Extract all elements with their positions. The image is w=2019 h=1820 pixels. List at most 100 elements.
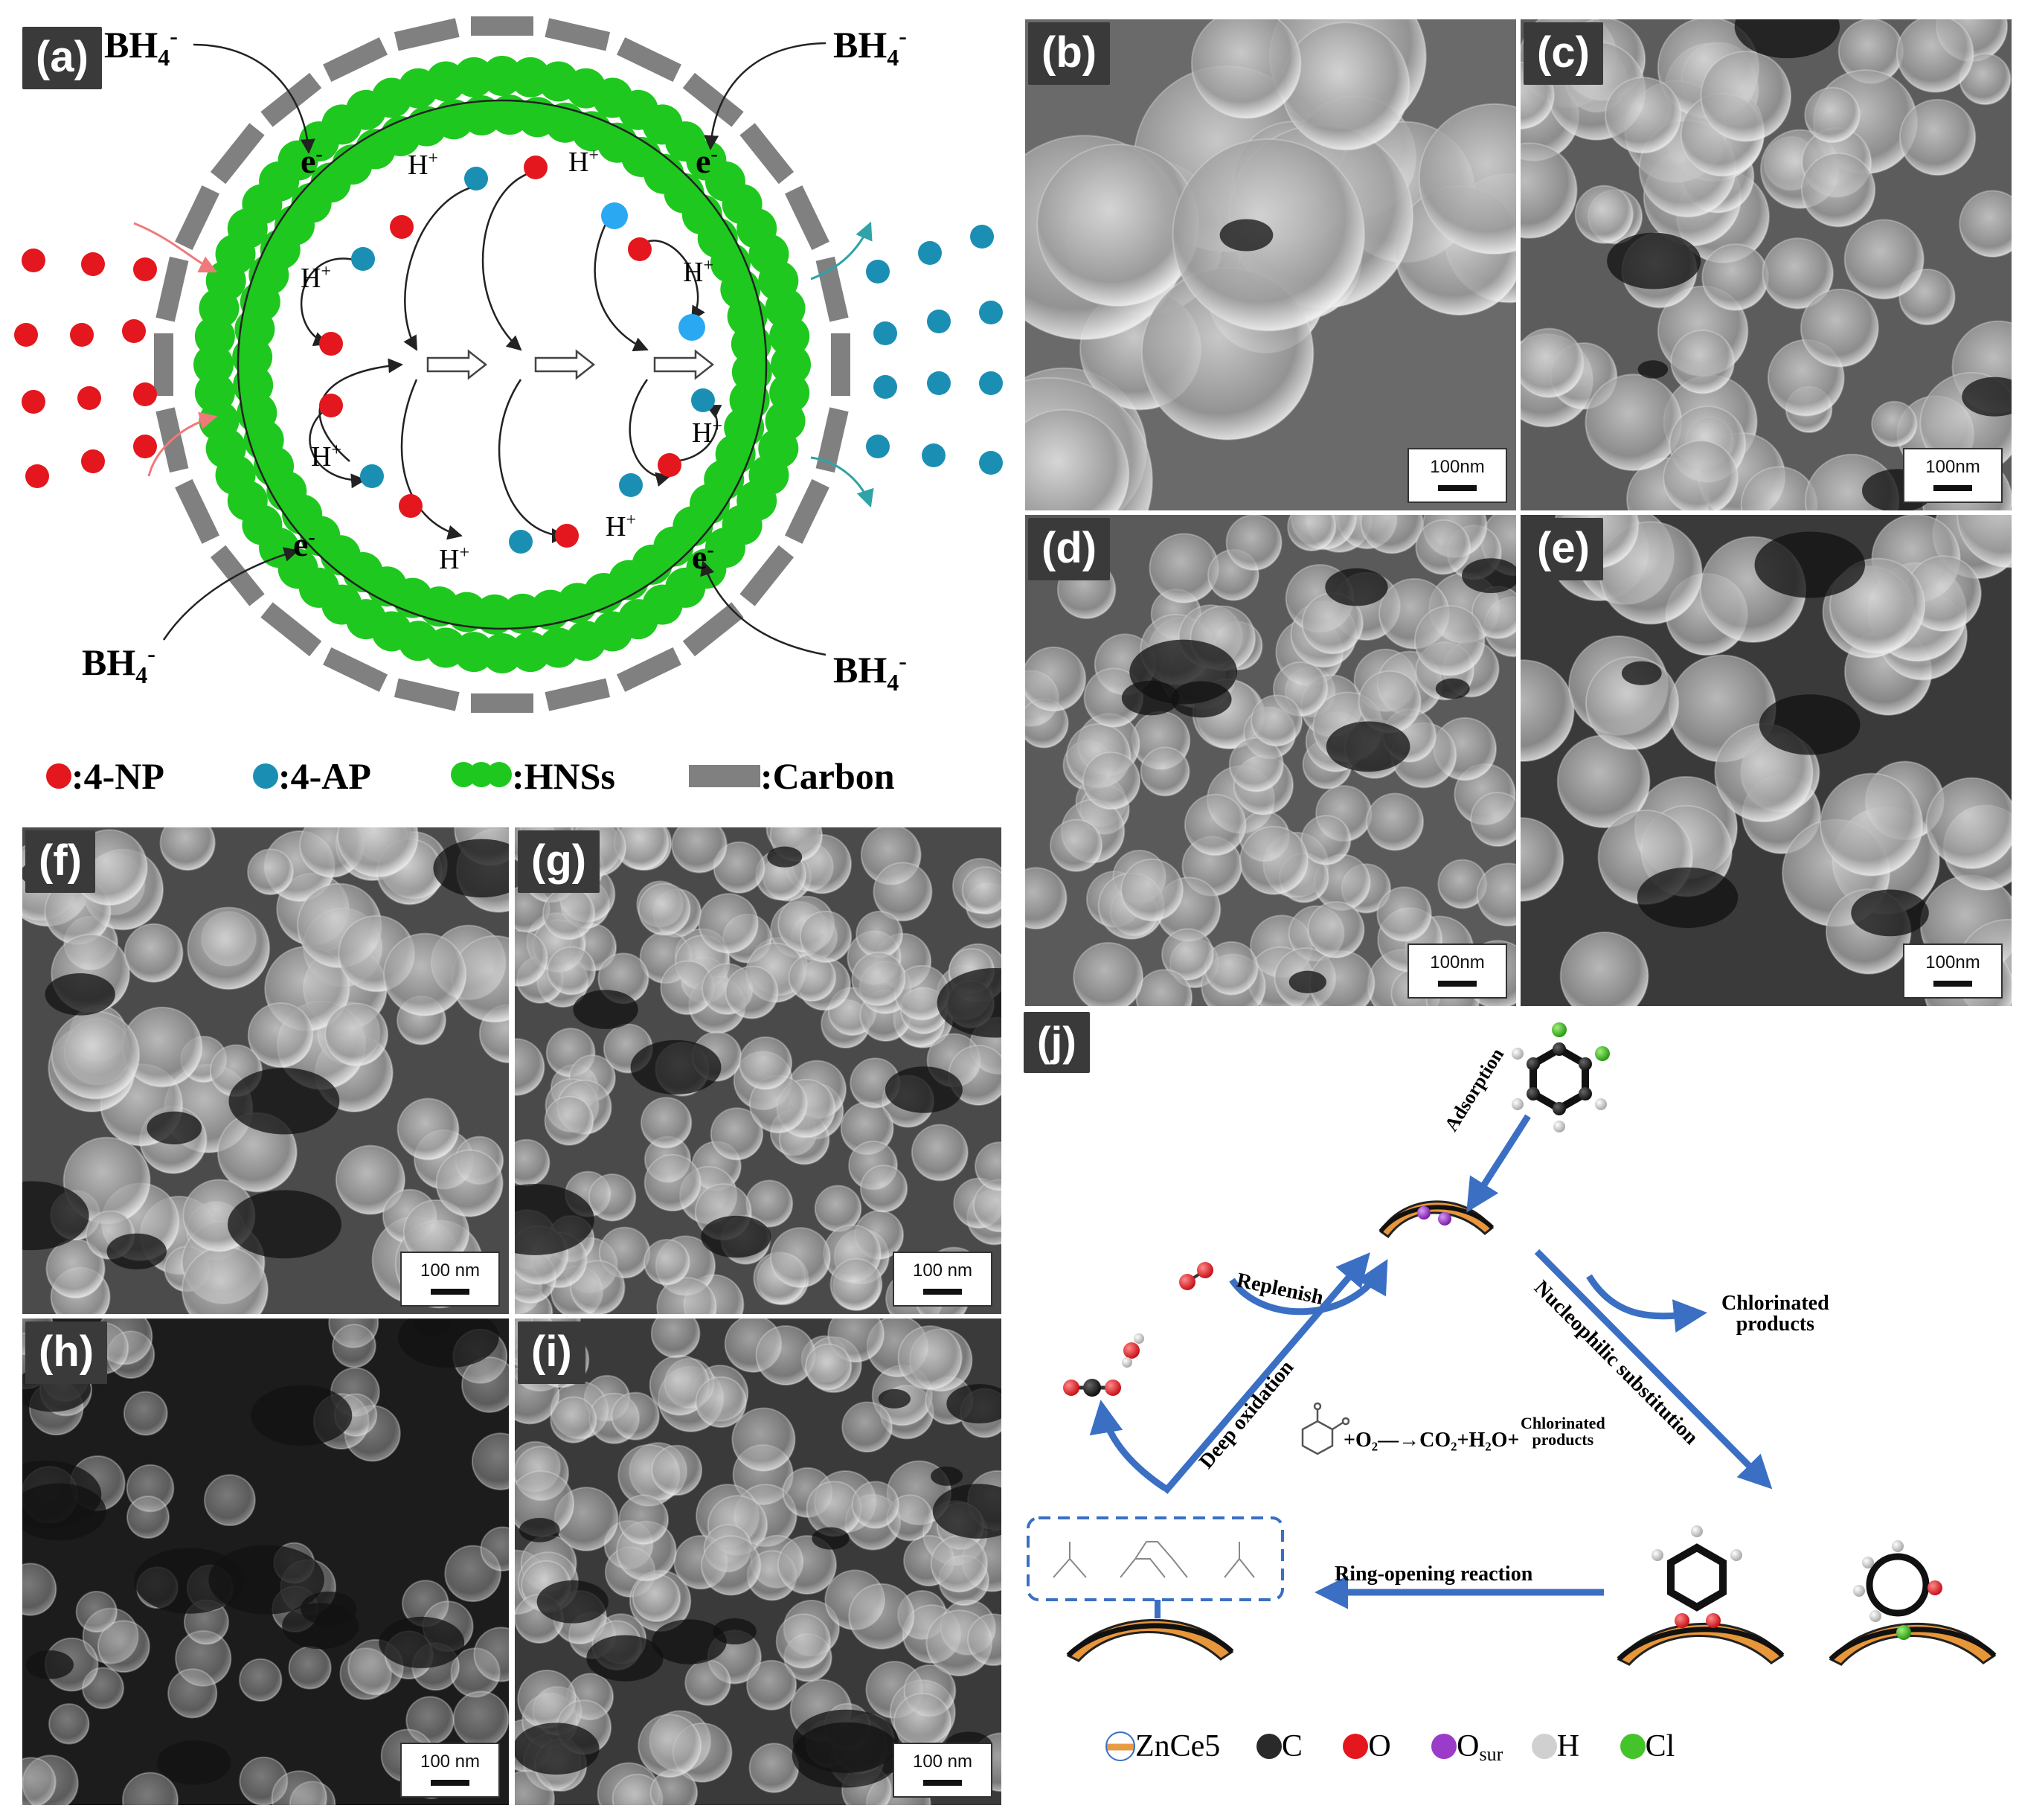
nanoparticle [638, 882, 691, 936]
void-region [398, 1318, 499, 1368]
void-region [885, 1066, 963, 1113]
4np-molecule [319, 332, 343, 356]
nanoparticle [1804, 86, 1861, 144]
panel-f-label: (f) [25, 830, 95, 893]
nanoparticle [1800, 153, 1876, 228]
nanoparticle [550, 1396, 597, 1443]
carbon-segment [260, 72, 322, 127]
void-region [45, 973, 115, 1016]
nanoparticle [1184, 793, 1247, 856]
void-region [515, 1723, 600, 1775]
nanoparticle [656, 1277, 717, 1314]
scale-bar-label: 100nm [1430, 952, 1485, 973]
void-region [433, 839, 509, 898]
nanoparticle [1190, 19, 1302, 119]
carbon-segment [616, 647, 681, 692]
4np-molecule [524, 156, 548, 179]
legend-label: H [1556, 1729, 1580, 1764]
panel-j-legend: ZnCe5 C O Osur H Cl [1105, 1726, 1675, 1771]
reaction-scheme-graphic [1027, 1022, 1997, 1666]
nanoparticle [1149, 533, 1220, 603]
adsorption-arrow [1466, 1114, 1531, 1213]
electron-label: e- [692, 538, 714, 576]
nanoparticle [671, 827, 728, 874]
zn-ce5-icon [1105, 1731, 1135, 1762]
reaction-arrow [639, 240, 705, 321]
legend-label: ZnCe5 [1135, 1729, 1221, 1764]
scale-bar-line [431, 1289, 469, 1295]
nanoparticle [1413, 605, 1486, 676]
bh4-arrow [162, 547, 299, 641]
nanoparticle [1959, 190, 2012, 258]
scale-bar: 100 nm [893, 1743, 992, 1798]
bh4-sup: - [147, 640, 155, 667]
electron-label: e- [293, 525, 315, 563]
nanoparticle [1800, 288, 1879, 368]
nanoparticle [848, 1583, 915, 1650]
panel-a-legend: :4-NP :4-AP :HNSs :Carbon [37, 744, 1004, 804]
nanoparticle [775, 1613, 831, 1669]
nanoparticle [397, 1098, 460, 1161]
nanoparticle [1521, 327, 1585, 398]
nanoparticle [1135, 969, 1193, 1006]
intermediate-fragments [1053, 1541, 1255, 1578]
intermediate-molecule [601, 202, 628, 229]
carbon-segment [323, 37, 388, 82]
void-region [946, 1384, 1001, 1423]
nanoparticle [1670, 330, 1735, 394]
bh4-arrow [193, 43, 315, 154]
entry-arrow [133, 222, 218, 273]
bh4-text: BH [833, 648, 887, 690]
flow-arrow [426, 349, 488, 380]
nanoparticle [859, 1164, 908, 1213]
hns-bead [194, 373, 235, 414]
4ap-molecule [619, 473, 643, 497]
sem-texture [1025, 515, 1516, 1006]
void-region [515, 1184, 594, 1255]
nanoparticle [22, 1757, 57, 1805]
reaction-arrow [629, 379, 671, 487]
void-region [767, 846, 803, 868]
nanoparticle [480, 1526, 509, 1571]
void-region [937, 968, 1001, 1038]
nanoparticle [851, 952, 906, 1007]
nanoparticle [1082, 752, 1141, 810]
scale-bar-line [1438, 981, 1477, 987]
bh4-label-bottom-left: BH4- [82, 640, 155, 689]
nanoparticle [731, 1407, 796, 1472]
nanoparticle [123, 923, 184, 983]
void-region [701, 1215, 771, 1258]
electron-label: e- [301, 142, 323, 180]
4np-molecule [555, 524, 579, 548]
carbon-segment [175, 478, 219, 544]
carbon-segment [155, 256, 189, 322]
nanoparticle [515, 1038, 545, 1096]
4np-molecule [319, 394, 343, 417]
nanoparticle [911, 1124, 969, 1182]
legend-label: C [1281, 1729, 1303, 1764]
nanoparticle [588, 1173, 637, 1222]
carbon-segment [154, 333, 173, 396]
proton-label: H+ [311, 440, 341, 472]
carbon-segment [739, 123, 795, 185]
nanoparticle [893, 1693, 952, 1752]
legend-sub: sur [1479, 1743, 1503, 1766]
carbon-segment [739, 545, 795, 606]
scale-bar: 100nm [1407, 943, 1507, 999]
nanoparticle [271, 1770, 327, 1805]
4np-molecule [133, 435, 157, 458]
proton-label: H+ [301, 262, 331, 294]
nanoparticle [1228, 737, 1284, 792]
scale-bar-label: 100 nm [420, 1752, 481, 1772]
nanoparticle [967, 1613, 1001, 1667]
bh4-label-top-right: BH4- [833, 22, 907, 71]
carbon-atom-icon [1256, 1734, 1282, 1760]
nanoparticle [123, 1391, 168, 1436]
gray-bar-icon [689, 765, 760, 787]
reaction-arrow [400, 379, 463, 540]
bh4-sub: 4 [887, 668, 899, 696]
nanoparticle [1898, 98, 1977, 176]
flow-arrow [534, 349, 596, 380]
panel-a-label: (a) [22, 27, 102, 89]
nanoparticle [1281, 22, 1410, 151]
